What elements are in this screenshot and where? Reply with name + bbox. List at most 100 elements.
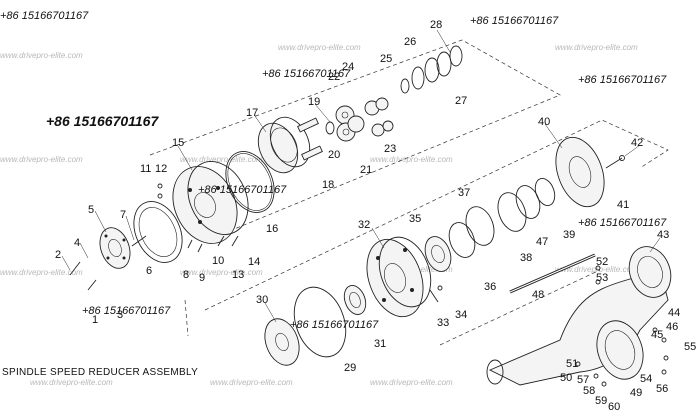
hub-bolt-part — [429, 285, 443, 303]
part-label: 48 — [532, 289, 544, 301]
wheel-hub-part — [366, 236, 432, 318]
brake-disc-part — [555, 136, 605, 208]
planet-pin-part — [297, 117, 323, 161]
part-label: 14 — [248, 256, 260, 268]
part-label: 20 — [328, 149, 340, 161]
part-label: 37 — [458, 187, 470, 199]
differential-cover-part — [628, 246, 672, 298]
washer-part — [325, 121, 335, 135]
part-label: 7 — [120, 209, 126, 221]
stud-bolt-part — [605, 155, 625, 169]
lower-boundary-line — [439, 269, 601, 346]
phone-number: +86 15166701167 — [578, 217, 667, 229]
part-label: 47 — [536, 236, 548, 248]
gasket-part — [133, 201, 183, 263]
part-label: 25 — [380, 53, 392, 65]
phone-overlays: +86 15166701167 +86 15166701167 +86 1516… — [0, 10, 667, 331]
planet-gear-part — [335, 97, 394, 142]
part-label: 57 — [577, 374, 589, 386]
output-flange-part — [264, 318, 300, 366]
part-label: 23 — [384, 143, 396, 155]
bearing-ring-part — [448, 178, 556, 258]
part-label: 22 — [328, 71, 340, 83]
part-label: 40 — [538, 116, 550, 128]
part-label: 33 — [437, 317, 449, 329]
part-label: 24 — [342, 61, 354, 73]
part-label: 43 — [657, 229, 669, 241]
part-label: 36 — [484, 281, 496, 293]
watermark-layer: www.drivepro-elite.com www.drivepro-elit… — [0, 43, 638, 387]
part-label: 29 — [344, 362, 356, 374]
part-label: 6 — [146, 265, 152, 277]
part-label: 44 — [668, 307, 680, 319]
part-label: 56 — [656, 383, 668, 395]
upper-boundary-line — [149, 39, 561, 231]
watermark: www.drivepro-elite.com — [370, 155, 453, 164]
part-label: 26 — [404, 36, 416, 48]
bolt-part — [69, 261, 97, 291]
part-label: 8 — [183, 269, 189, 281]
part-label: 50 — [560, 372, 572, 384]
part-label: 52 — [596, 256, 608, 268]
phone-number: +86 15166701167 — [46, 113, 159, 129]
part-label: 12 — [155, 163, 167, 175]
part-label: 16 — [266, 223, 278, 235]
part-label: 11 — [140, 163, 151, 175]
part-label: 21 — [360, 164, 372, 176]
end-cover-part — [99, 227, 131, 269]
pin-part — [131, 235, 147, 247]
part-label: 39 — [563, 229, 575, 241]
watermark: www.drivepro-elite.com — [0, 268, 83, 277]
diagram-caption: SPINDLE SPEED REDUCER ASSEMBLY — [2, 367, 198, 378]
part-label: 53 — [596, 272, 608, 284]
housing-fastener-part — [575, 265, 669, 387]
phone-number: +86 15166701167 — [290, 319, 379, 331]
watermark: www.drivepro-elite.com — [0, 155, 83, 164]
part-label: 9 — [199, 272, 205, 284]
leader-lines — [61, 29, 661, 323]
part-label: 4 — [74, 237, 80, 249]
middle-boundary-line — [204, 119, 669, 311]
o-ring-part — [225, 151, 275, 213]
part-label: 18 — [322, 179, 334, 191]
part-label: 42 — [631, 137, 643, 149]
part-label: 13 — [232, 269, 244, 281]
phone-number: +86 15166701167 — [470, 15, 559, 27]
watermark: www.drivepro-elite.com — [30, 378, 113, 387]
part-label: 19 — [308, 96, 320, 108]
part-label: 41 — [617, 199, 629, 211]
large-o-ring-part — [293, 286, 347, 358]
part-label: 45 — [651, 329, 663, 341]
phone-number: +86 15166701167 — [262, 68, 351, 80]
part-label: 3 — [117, 309, 123, 321]
phone-number: +86 15166701167 — [578, 74, 667, 86]
watermark: www.drivepro-elite.com — [370, 378, 453, 387]
part-label: 1 — [92, 314, 98, 326]
part-label: 55 — [684, 341, 696, 353]
watermark: www.drivepro-elite.com — [278, 43, 361, 52]
part-label: 17 — [246, 107, 258, 119]
part-label: 49 — [630, 387, 642, 399]
part-label: 54 — [640, 373, 652, 385]
part-label: 60 — [608, 401, 620, 412]
part-label: 28 — [430, 19, 442, 31]
assembly-boundary — [149, 39, 669, 346]
phone-number: +86 15166701167 — [198, 184, 287, 196]
part-label: 5 — [88, 204, 94, 216]
ring-gear-part — [257, 116, 311, 174]
part-label: 35 — [409, 213, 421, 225]
thrust-ring-part — [400, 45, 463, 94]
part-label: 59 — [595, 395, 607, 407]
watermark: www.drivepro-elite.com — [0, 51, 83, 60]
part-label: 58 — [583, 385, 595, 397]
part-label: 31 — [374, 338, 386, 350]
phone-number: +86 15166701167 — [82, 305, 171, 317]
bearing-part — [424, 236, 452, 272]
part-label: 34 — [455, 309, 467, 321]
part-label: 46 — [666, 321, 678, 333]
phone-number: +86 15166701167 — [0, 10, 89, 22]
part-label: 38 — [520, 252, 532, 264]
part-label: 32 — [358, 219, 370, 231]
